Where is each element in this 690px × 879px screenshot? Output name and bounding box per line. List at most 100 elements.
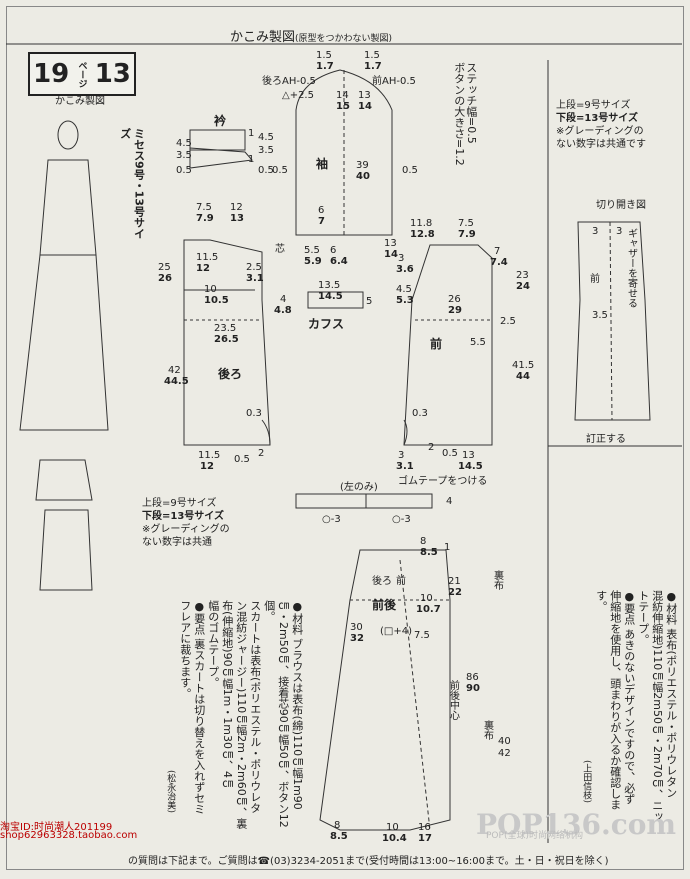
- dim: 17: [418, 833, 432, 844]
- dim: 2.5: [500, 316, 516, 327]
- dim: 26: [448, 294, 461, 305]
- legend-left-note1: ※グレーディングの: [142, 524, 230, 535]
- dim: 4: [446, 496, 453, 507]
- dim: 8: [420, 536, 427, 547]
- dim: 11.5: [198, 450, 221, 461]
- dim: 7: [494, 246, 501, 257]
- dim: 0.5: [402, 165, 418, 176]
- elastic-label: ゴムテープをつける: [398, 476, 488, 487]
- dim: 10.4: [382, 833, 407, 844]
- dim: 44.5: [164, 376, 189, 387]
- dim: 8.5: [420, 547, 438, 558]
- correct-label: 訂正する: [586, 434, 626, 445]
- dim: ○-3: [322, 514, 341, 525]
- dim: 5.3: [396, 295, 414, 306]
- lining-label-2: 裏布: [481, 720, 493, 740]
- dim: 12: [200, 461, 214, 472]
- sleeve-label: 袖: [316, 157, 329, 171]
- materials-right-col6: す。: [594, 590, 608, 612]
- legend-left-upper: 上段=9号サイズ: [142, 498, 217, 509]
- dim: 25: [158, 262, 171, 273]
- dim: 2: [428, 442, 435, 453]
- dim: 32: [350, 633, 364, 644]
- materials-right-col4: ●要点 あきのないデザインですので、必ず: [622, 590, 636, 805]
- dim: 26.5: [214, 334, 239, 345]
- dim: 42: [498, 748, 511, 759]
- dim: 10: [386, 822, 399, 833]
- legend-right-upper: 上段=9号サイズ: [556, 100, 631, 111]
- dim: 1.5: [364, 50, 380, 61]
- dim: 13: [462, 450, 475, 461]
- dim: 12: [230, 202, 243, 213]
- site-logo: POP136.com: [476, 808, 677, 841]
- front-back-label: 前後: [372, 598, 397, 612]
- dim: 5: [366, 296, 373, 307]
- slash-title: 切り開き図: [596, 200, 646, 211]
- dim: 1: [444, 542, 451, 553]
- front-label: 前: [430, 337, 443, 351]
- dim: ○-3: [392, 514, 411, 525]
- dim: 0.5: [234, 454, 250, 465]
- dim: 13.5: [318, 280, 341, 291]
- header-title: かこみ製図(原型をつかわない製図): [230, 30, 393, 45]
- dim: 4.5: [258, 132, 274, 143]
- dim: 16: [418, 822, 431, 833]
- dim: 14.5: [458, 461, 483, 472]
- dim: 6: [318, 205, 325, 216]
- dim: 7.9: [196, 213, 214, 224]
- materials-left-col8: ●要点 裏スカートは切り替えを入れずセミ: [192, 600, 206, 815]
- page-unit: ページ: [76, 60, 87, 88]
- dim: 10: [204, 284, 217, 295]
- tag-label: かこみ製図: [55, 96, 105, 107]
- dim: 10: [420, 593, 433, 604]
- dim: 3: [398, 253, 405, 264]
- dim: 0.5: [272, 165, 288, 176]
- dim: 14: [384, 249, 398, 260]
- dim: 44: [516, 371, 530, 382]
- dim: 14: [336, 90, 349, 101]
- legend-left-note2: ない数字は共通: [142, 537, 212, 548]
- dim: 23.5: [214, 323, 237, 334]
- dim: 1.7: [364, 61, 382, 72]
- button-note-2: ステッチ幅=0.5: [464, 62, 478, 144]
- gather-label: ギャザーを寄せる: [625, 228, 637, 308]
- dim: 0.5: [442, 448, 458, 459]
- page-border: [6, 6, 684, 870]
- dim: 10.7: [416, 604, 441, 615]
- dim: △+2.5: [282, 90, 314, 101]
- front-back-center: 前後中心: [447, 680, 459, 720]
- materials-right-col3: トテープ。: [636, 590, 650, 645]
- dim: 3: [616, 226, 623, 237]
- lining-label-1: 裏布: [491, 570, 503, 590]
- dim: 29: [448, 305, 462, 316]
- page-number: 19: [33, 59, 70, 89]
- dim: 26: [158, 273, 172, 284]
- dim: 0.3: [412, 408, 428, 419]
- dim: 3.5: [258, 145, 274, 156]
- dim: 2.5: [246, 262, 262, 273]
- dim: 5.9: [304, 256, 322, 267]
- dim: 2: [258, 448, 265, 459]
- legend-right-note1: ※グレーディングの: [556, 126, 644, 137]
- dim: 8.5: [330, 831, 348, 842]
- dim: 13: [230, 213, 244, 224]
- materials-right-col1: ●材料 表布(ポリエステル・ポリウレタン: [664, 590, 678, 798]
- watermark-shop: shop62963328.taobao.com: [0, 830, 138, 841]
- materials-right-credit: (上田信枝): [581, 760, 592, 804]
- dim: 12.8: [410, 229, 435, 240]
- dim: 39: [356, 160, 369, 171]
- skirt-front-label: 前: [396, 576, 406, 587]
- dim: 6: [330, 245, 337, 256]
- dim: 3: [398, 450, 405, 461]
- interfacing-label: 芯: [275, 244, 285, 255]
- dim: 0.5: [258, 165, 274, 176]
- dim: 23: [516, 270, 529, 281]
- dim: 5.5: [470, 337, 486, 348]
- cuffs-label: カフス: [308, 317, 345, 331]
- dim: 6.4: [330, 256, 348, 267]
- front-ah-label: 前AH-0.5: [372, 76, 416, 87]
- dim: 10.5: [204, 295, 229, 306]
- size-note: ミセス9号・13号サイズ: [118, 128, 146, 239]
- dim: 7.4: [490, 257, 508, 268]
